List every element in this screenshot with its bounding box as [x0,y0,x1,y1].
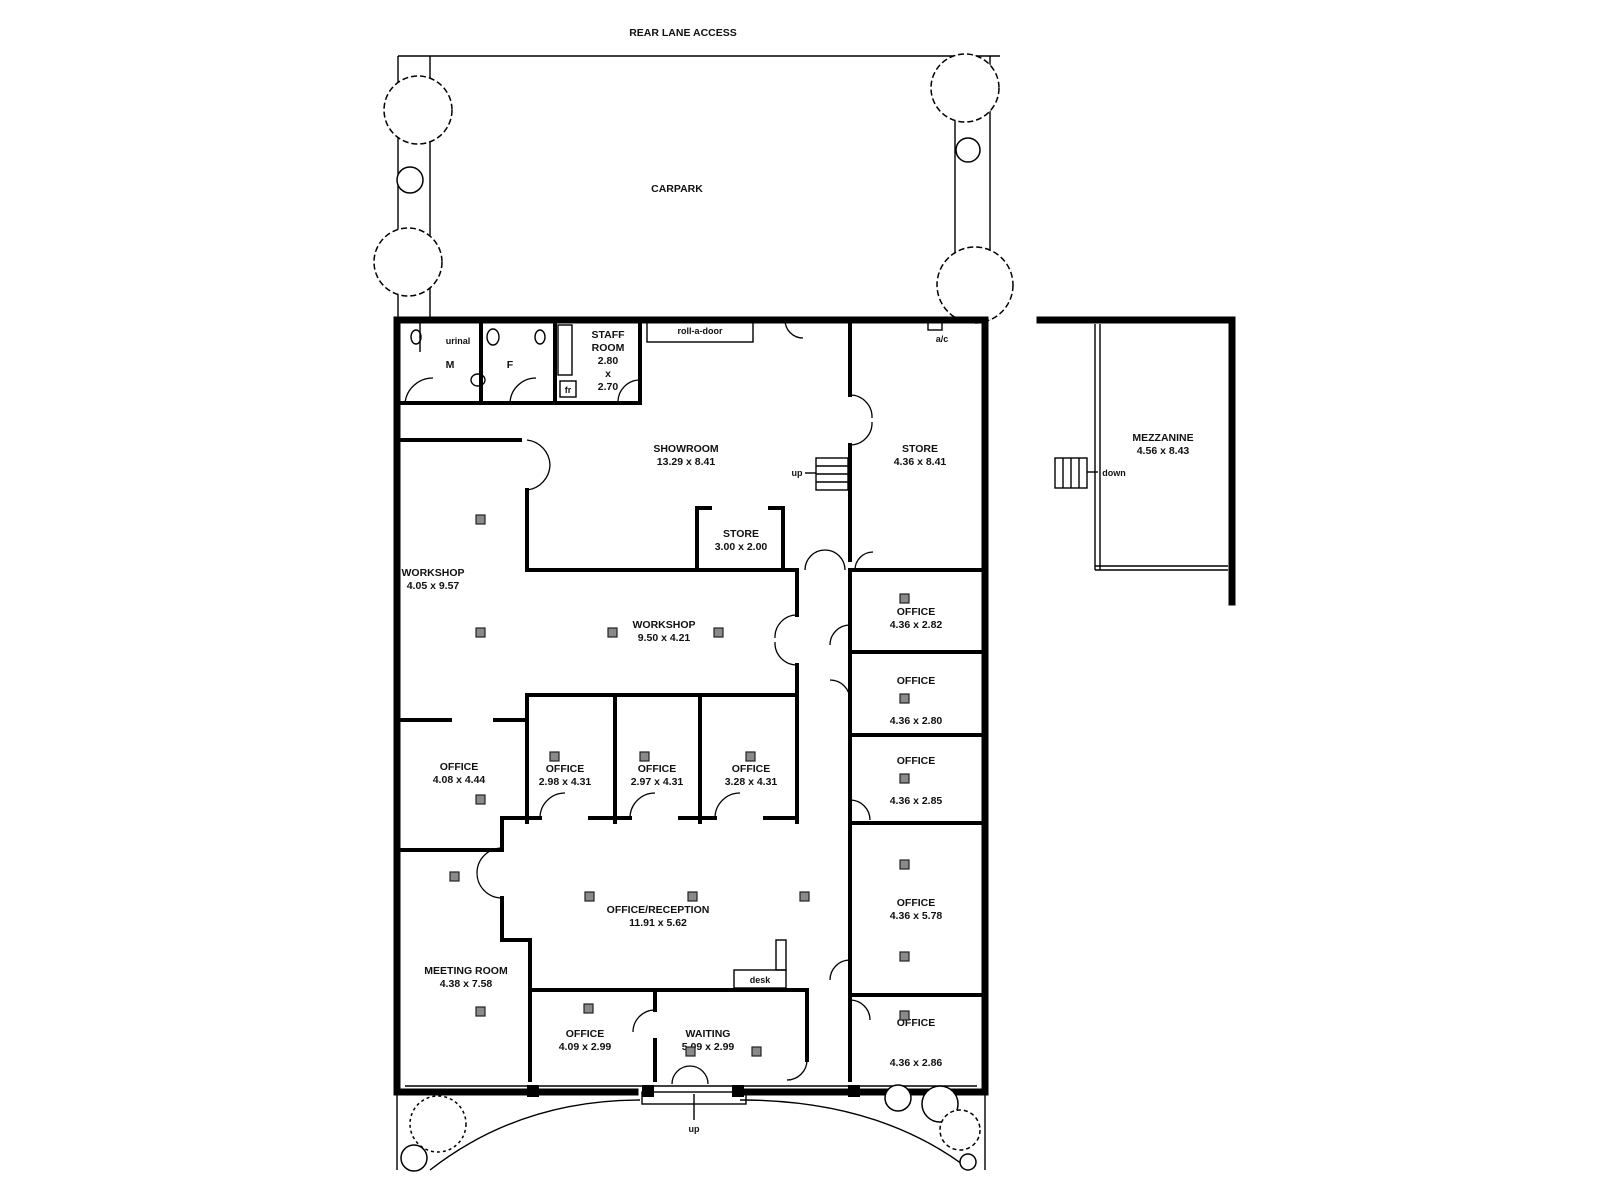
ac-label: a/c [936,334,949,344]
staff-room-label-2: ROOM [592,342,625,354]
mezzanine-name: MEZZANINE [1132,432,1193,444]
kitchen-icon [557,324,577,398]
office-c2-name: OFFICE [638,763,677,775]
reception-name: OFFICE/RECEPTION [607,904,710,916]
showroom-name: SHOWROOM [653,443,719,455]
roll-a-door [646,317,754,343]
reception-desk [733,939,787,989]
mezzanine-down-label: down [1102,468,1126,478]
stair-up-label: up [792,468,803,478]
toilet-icon [410,328,546,387]
staff-room-label-5: 2.70 [598,381,619,393]
ac-unit [927,321,943,331]
store-small-name: STORE [723,528,759,540]
office-r3-dims: 4.36 x 2.85 [890,795,943,807]
office-r2-name: OFFICE [897,675,936,687]
mezzanine-stair-icon [1054,457,1098,489]
meeting-room-dims: 4.38 x 7.58 [440,978,493,990]
tree-icon [373,53,1014,324]
office-r1-name: OFFICE [897,606,936,618]
office-c1-dims: 2.98 x 4.31 [539,776,592,788]
workshop-left-name: WORKSHOP [402,567,465,579]
office-c1-name: OFFICE [546,763,585,775]
office-bottom-dims: 4.09 x 2.99 [559,1041,612,1053]
door-arcs-interior [476,394,874,1085]
office-r4-name: OFFICE [897,897,936,909]
office-r1-dims: 4.36 x 2.82 [890,619,943,631]
office-left-dims: 4.08 x 4.44 [433,774,486,786]
office-bottom-name: OFFICE [566,1028,605,1040]
office-r5-dims: 4.36 x 2.86 [890,1057,943,1069]
ceiling-light-icon [449,514,910,1057]
office-left-name: OFFICE [440,761,479,773]
carpark-label: CARPARK [651,183,703,195]
workshop-center-name: WORKSHOP [633,619,696,631]
store-right-name: STORE [902,443,938,455]
meeting-room-name: MEETING ROOM [424,965,508,977]
staff-room-label-4: x [605,368,611,380]
workshop-center-dims: 9.50 x 4.21 [638,632,691,644]
interior-walls [395,318,987,1082]
mezzanine-dims: 4.56 x 8.43 [1137,445,1190,457]
mezzanine-walls [1036,316,1236,606]
office-r3-name: OFFICE [897,755,936,767]
showroom-dims: 13.29 x 8.41 [657,456,716,468]
staff-room-label-1: STAFF [591,329,625,341]
columns [527,1085,860,1097]
office-c3-name: OFFICE [732,763,771,775]
stair-icon [805,457,849,491]
store-small-dims: 3.00 x 2.00 [715,541,768,553]
desk-label: desk [750,975,772,985]
office-r2-dims: 4.36 x 2.80 [890,715,943,727]
reception-dims: 11.91 x 5.62 [629,917,687,929]
fridge-label: fr [565,385,572,395]
entry-up-label: up [689,1124,700,1134]
staff-room-label-3: 2.80 [598,355,619,367]
workshop-left-dims: 4.05 x 9.57 [407,580,460,592]
rear-lane-label: REAR LANE ACCESS [629,27,737,39]
door-arcs [404,319,804,404]
front-garden [396,1084,986,1172]
waiting-name: WAITING [686,1028,731,1040]
office-r4-dims: 4.36 x 5.78 [890,910,943,922]
office-c3-dims: 3.28 x 4.31 [725,776,778,788]
roll-a-door-label: roll-a-door [678,326,723,336]
store-right-dims: 4.36 x 8.41 [894,456,947,468]
urinal-label: urinal [446,336,471,346]
office-c2-dims: 2.97 x 4.31 [631,776,684,788]
male-wc-label: M [446,359,455,371]
female-wc-label: F [507,359,514,371]
amenities-walls [395,318,642,405]
